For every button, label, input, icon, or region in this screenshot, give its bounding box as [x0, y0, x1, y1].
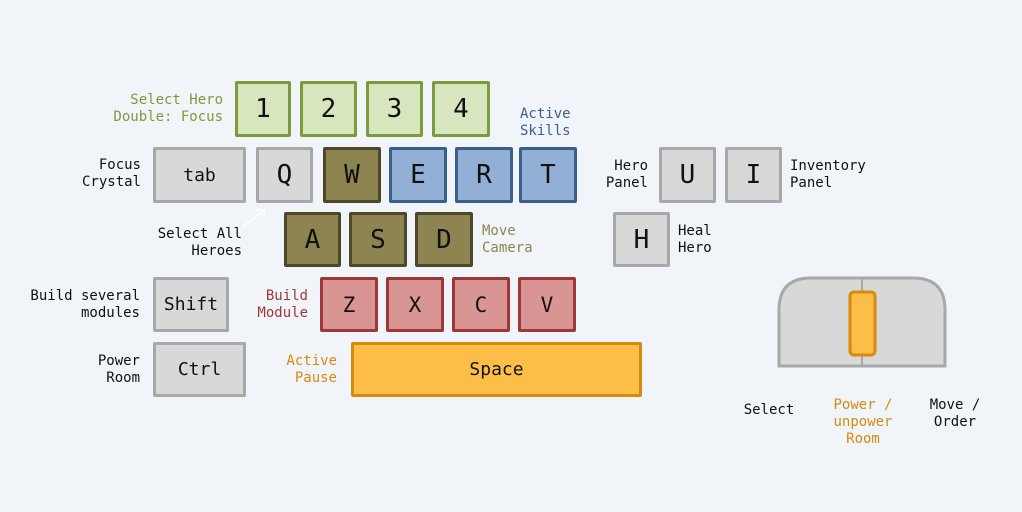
mouse-icon: [777, 276, 947, 368]
key-1[interactable]: 1: [235, 81, 291, 137]
mouse-select-label: Select: [743, 402, 795, 418]
key-4[interactable]: 4: [432, 81, 490, 137]
key-q[interactable]: Q: [256, 147, 313, 203]
key-v[interactable]: V: [518, 277, 576, 332]
key-s[interactable]: S: [349, 212, 407, 267]
key-u[interactable]: U: [659, 147, 716, 203]
key-z[interactable]: Z: [320, 277, 378, 332]
key-tab[interactable]: tab: [153, 147, 246, 203]
key-d[interactable]: D: [415, 212, 473, 267]
key-i[interactable]: I: [725, 147, 782, 203]
arrow-icon: [242, 209, 265, 228]
key-x[interactable]: X: [386, 277, 444, 332]
key-3[interactable]: 3: [366, 81, 423, 137]
key-a[interactable]: A: [284, 212, 341, 267]
key-space[interactable]: Space: [351, 342, 642, 397]
key-r[interactable]: R: [455, 147, 513, 203]
key-h[interactable]: H: [613, 212, 670, 267]
mouse-move-label: Move /Order: [929, 397, 981, 430]
key-e[interactable]: E: [389, 147, 447, 203]
mouse-wheel[interactable]: [848, 290, 877, 357]
key-t[interactable]: T: [519, 147, 577, 203]
key-shift[interactable]: Shift: [153, 277, 229, 332]
key-w[interactable]: W: [323, 147, 381, 203]
key-ctrl[interactable]: Ctrl: [153, 342, 246, 397]
key-2[interactable]: 2: [300, 81, 357, 137]
key-c[interactable]: C: [452, 277, 510, 332]
